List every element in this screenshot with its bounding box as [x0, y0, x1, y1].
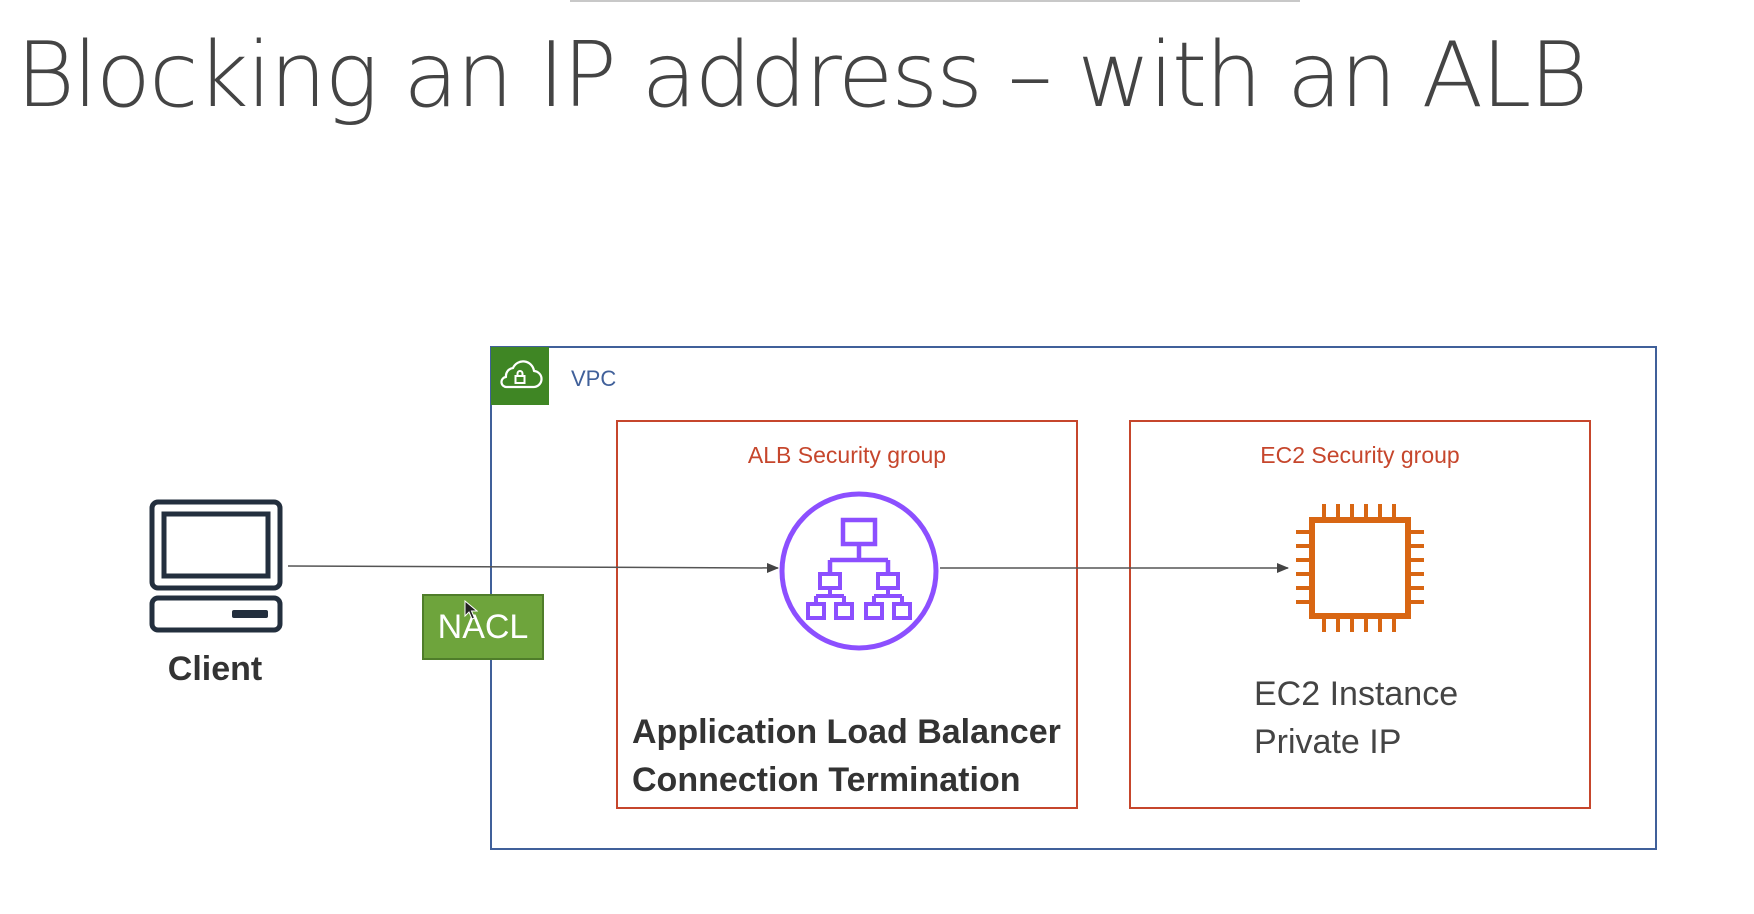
ec2-security-group-label: EC2 Security group	[1260, 442, 1460, 468]
ec2-caption-line1: EC2 Instance	[1254, 675, 1459, 713]
alb-caption-line1: Application Load Balancer	[632, 713, 1061, 751]
cloud-lock-icon	[500, 360, 543, 389]
vpc-badge	[491, 347, 549, 405]
mouse-cursor-icon	[464, 600, 478, 620]
alb-caption-line2: Connection Termination	[632, 761, 1021, 799]
alb-security-group-label: ALB Security group	[747, 442, 947, 468]
ec2-security-group: EC2 Security group	[1129, 420, 1591, 809]
alb-caption: Application Load Balancer Connection Ter…	[632, 708, 1061, 804]
vpc-label: VPC	[571, 366, 617, 391]
laptop-icon	[146, 498, 286, 634]
client-label: Client	[167, 650, 263, 688]
alb-security-group: ALB Security group	[616, 420, 1078, 809]
ec2-caption: EC2 Instance Private IP	[1254, 670, 1458, 766]
slide-title: Blocking an IP address – with an ALB	[16, 23, 1588, 128]
nacl-badge: NACL	[422, 594, 544, 660]
top-divider	[570, 0, 1300, 2]
load-balancer-icon	[778, 490, 940, 652]
chip-icon	[1290, 498, 1430, 638]
ec2-caption-line2: Private IP	[1254, 723, 1402, 761]
